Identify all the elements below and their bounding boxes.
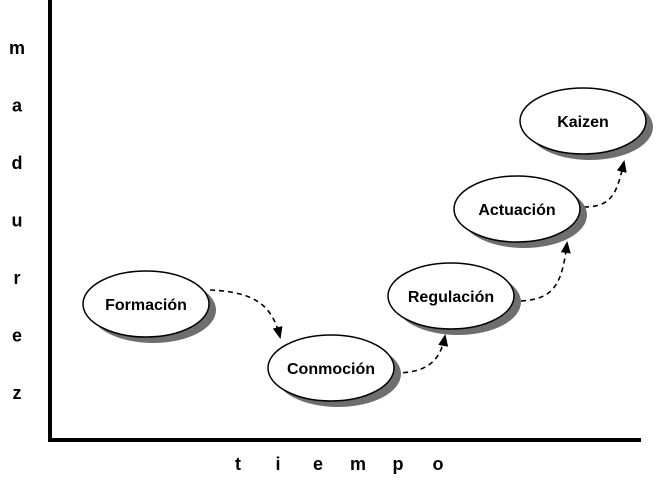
stage-label: Kaizen (557, 114, 609, 131)
y-axis-label-letter: r (13, 268, 20, 288)
y-axis-label-letter: d (12, 153, 23, 173)
connector-regulacion-actuacion (520, 241, 571, 302)
y-axis-label-letter: u (12, 211, 23, 231)
x-axis-label-letter: e (313, 454, 323, 474)
stage-formacion: Formación (82, 270, 216, 343)
stage-label: Actuación (478, 202, 555, 219)
stage-ellipse (82, 270, 210, 338)
stage-ellipse (267, 334, 395, 402)
stage-regulacion: Regulación (387, 262, 521, 335)
y-axis-label-letter: m (9, 38, 25, 58)
x-axis-label-letter: m (350, 454, 366, 474)
stage-actuacion: Actuación (453, 175, 587, 248)
stage-conmocion: Conmoción (267, 334, 401, 407)
y-axis-label-letter: e (12, 326, 22, 346)
y-axis-label: m a d u r e z (9, 38, 25, 403)
connector-formacion-conmocion (209, 289, 283, 339)
stage-ellipse (519, 87, 647, 155)
connector-conmocion-regulacion (393, 334, 449, 374)
x-axis-label-letter: t (235, 454, 241, 474)
stage-label: Regulación (408, 289, 494, 306)
stage-ellipse (453, 175, 581, 243)
connector-actuacion-kaizen (583, 160, 627, 208)
x-axis-label-letter: p (393, 454, 404, 474)
x-axis-label-letter: o (433, 454, 444, 474)
y-axis-label-letter: a (12, 96, 23, 116)
x-axis-label-letter: i (275, 454, 280, 474)
y-axis-label-letter: z (13, 383, 22, 403)
stage-label: Conmoción (287, 361, 375, 378)
stage-ellipse (387, 262, 515, 330)
stage-label: Formación (105, 297, 187, 314)
stage-kaizen: Kaizen (519, 87, 653, 160)
